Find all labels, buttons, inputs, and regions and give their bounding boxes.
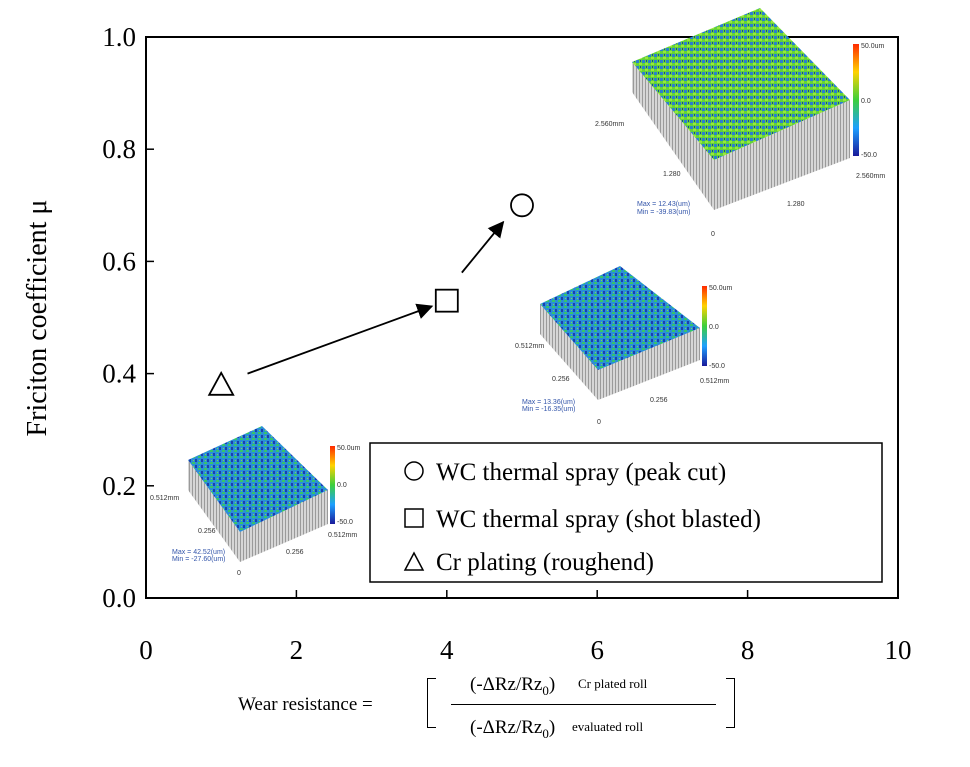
data-point-peak-cut	[510, 193, 534, 218]
surface-scale-mid: 0.0	[861, 98, 871, 105]
y-tick-label: 0.4	[102, 359, 136, 389]
surface-axis-left-mid: 1.280	[663, 171, 681, 178]
y-tick-label: 0.0	[102, 583, 136, 613]
trend-arrow	[247, 303, 434, 375]
surface-scale-bottom: -50.0	[861, 152, 877, 159]
data-markers	[207, 193, 534, 396]
surface-image-shot-blasted: 50.0um 0.0 -50.0 0.512mm 0.256 0.512mm 0…	[515, 266, 733, 426]
legend-marker-square	[404, 508, 424, 528]
surface-axis-right: 0.512mm	[700, 378, 729, 385]
trend-arrows	[247, 220, 505, 375]
y-tick-label: 0.8	[102, 134, 136, 164]
data-point-shot-blasted	[434, 288, 459, 313]
y-tick-label: 0.2	[102, 471, 136, 501]
y-axis-ticks: 0.0 0.2 0.4 0.6 0.8 1.0	[102, 22, 154, 613]
surface-min: Min = -16.35(um)	[522, 406, 576, 413]
surface-max: Max = 42.52(um)	[172, 549, 225, 556]
legend: WC thermal spray (peak cut) WC thermal s…	[369, 442, 883, 583]
trend-arrow	[461, 220, 505, 274]
surface-axis-right: 0.512mm	[328, 532, 357, 539]
legend-box	[369, 442, 883, 583]
legend-label-cr-plating: Cr plating (roughend)	[436, 549, 654, 576]
surface-scale-top: 50.0um	[337, 445, 361, 452]
surface-axis-left: 2.560mm	[595, 121, 624, 128]
surface-origin: 0	[597, 419, 601, 426]
surface-scale-bar	[330, 446, 335, 524]
surface-axis-right: 2.560mm	[856, 173, 885, 180]
surface-axis-left: 0.512mm	[150, 495, 179, 502]
legend-label-peak-cut: WC thermal spray (peak cut)	[436, 459, 726, 486]
y-tick-label: 1.0	[102, 22, 136, 52]
surface-origin: 0	[237, 570, 241, 577]
x-tick-label: 4	[440, 635, 454, 665]
surface-scale-bar	[853, 44, 859, 156]
surface-origin: 0	[711, 231, 715, 238]
x-tick-label: 2	[290, 635, 304, 665]
x-tick-label: 10	[885, 635, 912, 665]
x-tick-label: 8	[741, 635, 755, 665]
plot-area	[145, 36, 899, 599]
y-tick-label: 0.6	[102, 246, 136, 276]
surface-axis-right-mid: 1.280	[787, 201, 805, 208]
surface-scale-mid: 0.0	[709, 324, 719, 331]
surface-scale-bottom: -50.0	[709, 363, 725, 370]
surface-scale-bottom: -50.0	[337, 519, 353, 526]
surface-image-cr-plating: 50.0um 0.0 -50.0 0.512mm 0.256 0.512mm 0…	[150, 426, 361, 577]
surface-scale-top: 50.0um	[861, 43, 885, 50]
x-tick-label: 0	[139, 635, 153, 665]
surface-scale-top: 50.0um	[709, 285, 733, 292]
surface-axis-right-mid: 0.256	[650, 397, 668, 404]
x-axis-ticks: 0 2 4 6 8 10	[139, 590, 912, 665]
x-tick-label: 6	[590, 635, 604, 665]
surface-min: Min = -27.60(um)	[172, 556, 226, 563]
surface-scale-mid: 0.0	[337, 482, 347, 489]
surface-axis-left: 0.512mm	[515, 343, 544, 350]
surface-axis-right-mid: 0.256	[286, 549, 304, 556]
surface-axis-left-mid: 0.256	[198, 528, 216, 535]
surface-max: Max = 12.43(um)	[637, 201, 690, 208]
surface-max: Max = 13.36(um)	[522, 399, 575, 406]
surface-min: Min = -39.83(um)	[637, 209, 691, 216]
data-point-cr-plating	[207, 370, 235, 396]
y-axis-label: Friciton coefficient μ	[22, 200, 53, 437]
surface-image-peak-cut: 50.0um 0.0 -50.0 2.560mm 1.280 2.560mm 1…	[595, 8, 885, 238]
legend-marker-circle	[404, 461, 424, 481]
legend-marker-triangle	[403, 551, 425, 571]
legend-label-shot-blasted: WC thermal spray (shot blasted)	[436, 506, 761, 533]
surface-axis-left-mid: 0.256	[552, 376, 570, 383]
surface-scale-bar	[702, 286, 707, 366]
